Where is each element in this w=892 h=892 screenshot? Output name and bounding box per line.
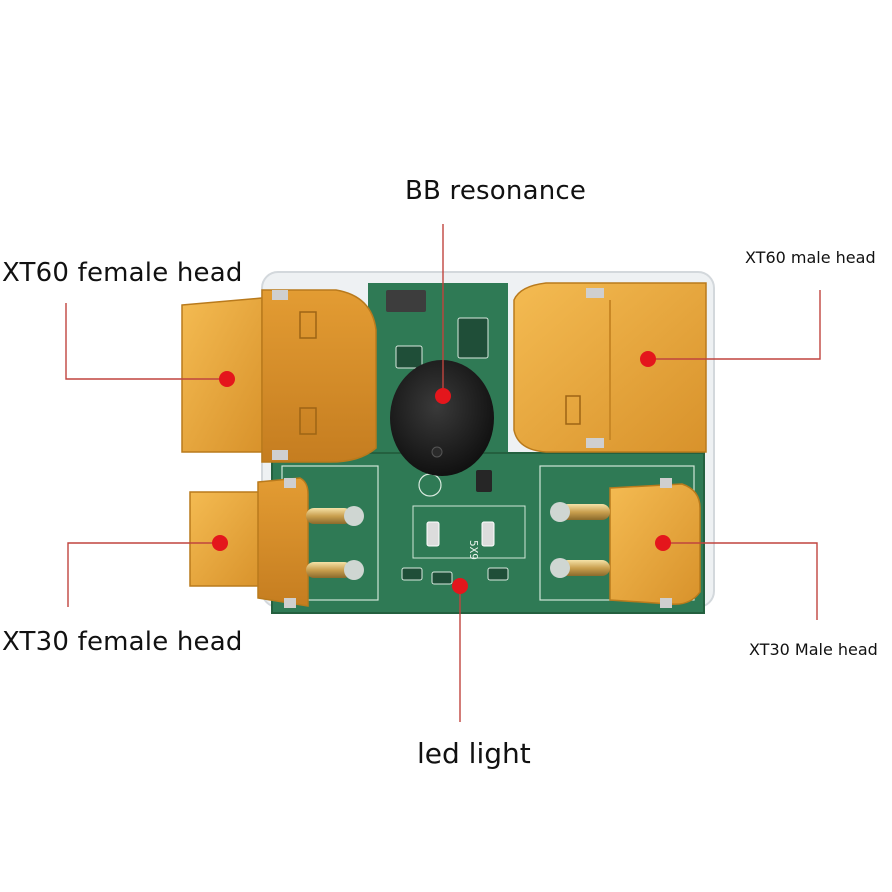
xt30-female-connector	[189, 477, 364, 608]
leader-xt30-female	[67, 542, 220, 607]
markers	[212, 351, 671, 594]
leader-xt60-female	[65, 303, 227, 380]
xt60-female-connector	[181, 289, 377, 463]
buzzer	[390, 360, 494, 476]
xt30-male-connector	[550, 478, 701, 608]
label-led-light: led light	[417, 737, 531, 770]
marker-xt60-male	[640, 351, 656, 367]
marker-xt60-female	[219, 371, 235, 387]
label-xt60-male-head: XT60 male head	[745, 248, 876, 267]
leader-lines	[65, 224, 821, 722]
marker-xt30-male	[655, 535, 671, 551]
marker-xt30-female	[212, 535, 228, 551]
leader-xt30-male	[663, 542, 818, 620]
label-bb-resonance: BB resonance	[405, 176, 587, 206]
marker-led	[452, 578, 468, 594]
leader-xt60-male	[648, 290, 821, 360]
label-xt60-female-head: XT60 female head	[2, 258, 243, 288]
xt60-male-connector	[513, 282, 707, 453]
label-xt30-male-head: XT30 Male head	[749, 640, 878, 659]
label-xt30-female-head: XT30 female head	[2, 627, 243, 657]
pcb-silkscreen-text: 5X9	[467, 540, 480, 560]
marker-bb	[435, 388, 451, 404]
